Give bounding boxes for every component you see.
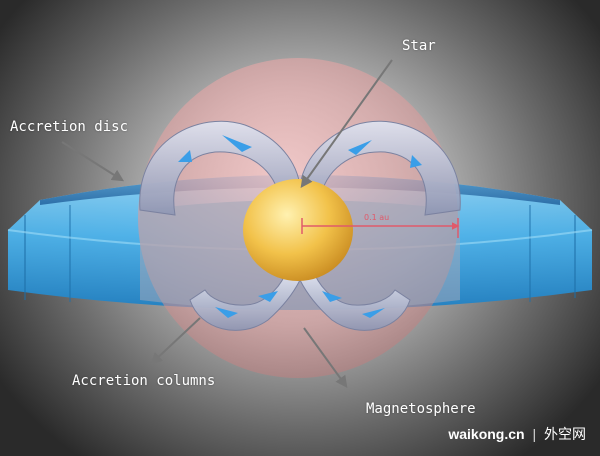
flow-arrow — [348, 140, 372, 155]
flow-arrows — [178, 135, 422, 318]
magnetosphere-label: Magnetosphere — [366, 401, 476, 417]
flow-arrow — [322, 291, 342, 302]
watermark: waikong.cn | 外空网 — [448, 424, 586, 444]
accretion-columns-label: Accretion columns — [72, 373, 216, 389]
watermark-chinese: 外空网 — [544, 426, 586, 442]
flow-arrow — [215, 307, 238, 318]
flow-arrow — [362, 308, 385, 318]
disc-pointer-arrow — [61, 141, 125, 182]
star-sphere — [243, 179, 353, 281]
flow-arrow — [410, 155, 422, 168]
pointer-arrows — [61, 59, 393, 388]
flow-arrow — [222, 135, 252, 152]
magnetosphere-pointer-arrow — [303, 327, 348, 388]
watermark-separator: | — [532, 426, 537, 442]
flow-arrow — [258, 291, 278, 302]
star-label: Star — [402, 38, 436, 54]
watermark-brand: waikong.cn — [448, 426, 525, 442]
accretion-disc-label: Accretion disc — [10, 119, 129, 135]
columns-pointer-arrow — [150, 317, 201, 365]
star-pointer-arrow — [300, 59, 393, 188]
scale-label: 0.1 au — [364, 213, 389, 222]
scale-bar: 0.1 au — [301, 213, 460, 238]
flow-arrow — [178, 150, 192, 162]
